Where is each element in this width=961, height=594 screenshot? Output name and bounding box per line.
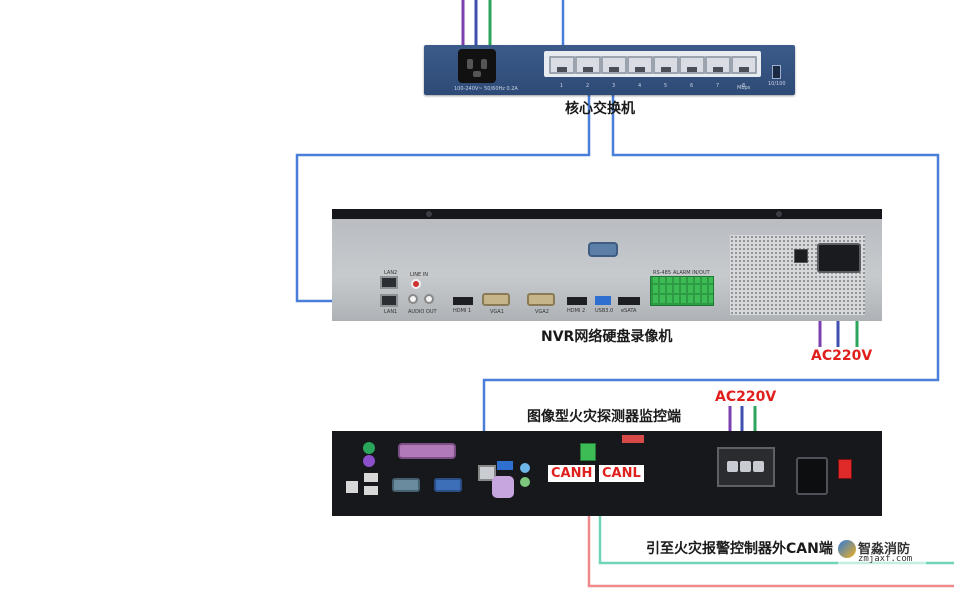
switch-port-3[interactable] xyxy=(601,56,627,74)
nvr-rs485-label: RS-485 xyxy=(653,270,671,276)
switch-to-nvr-cable xyxy=(295,60,591,303)
monitor-power-label: AC220V xyxy=(715,389,777,405)
nvr-terminal-block[interactable] xyxy=(650,276,714,306)
switch-port-number: 4 xyxy=(638,83,642,89)
switch-port-8[interactable] xyxy=(731,56,757,74)
monitor-power-socket[interactable] xyxy=(796,457,828,495)
nvr-serial-port[interactable] xyxy=(588,242,618,257)
monitor-lan-plug xyxy=(492,476,514,498)
switch-power-socket xyxy=(458,49,496,83)
monitor-ac-terminal-block[interactable] xyxy=(717,447,775,487)
monitor-label: 图像型火灾探测器监控端 xyxy=(527,409,681,425)
monitor-ps2-port[interactable] xyxy=(363,442,375,454)
nvr-screw xyxy=(776,211,782,217)
switch-port-number: 2 xyxy=(586,83,590,89)
switch-port-number: 5 xyxy=(664,83,668,89)
nvr-audio-out-jack[interactable] xyxy=(408,294,418,304)
monitor-lan-port[interactable] xyxy=(478,465,496,481)
nvr-power-socket[interactable] xyxy=(817,243,861,273)
switch-port-2[interactable] xyxy=(575,56,601,74)
nvr-line-in-label: LINE IN xyxy=(410,272,428,278)
brand-logo-icon xyxy=(838,540,856,558)
nvr-alarm-label: ALARM IN/OUT xyxy=(673,270,710,276)
switch-power-rating: 100-240V~ 50/60Hz 0.2A xyxy=(454,86,518,92)
nvr-screw xyxy=(426,211,432,217)
nvr-hdmi2-port[interactable] xyxy=(567,297,587,305)
monitor-dip-switch[interactable] xyxy=(622,435,644,443)
switch-label: 核心交换机 xyxy=(565,101,635,117)
core-switch: 100-240V~ 50/60Hz 0.2A 1 2 3 4 5 6 7 8 M… xyxy=(424,45,795,95)
nvr-hdmi1-label: HDMI 1 xyxy=(453,308,472,314)
monitor-can-terminal[interactable] xyxy=(580,443,596,461)
nvr-vga1-label: VGA1 xyxy=(490,309,504,315)
monitor-audio-jack[interactable] xyxy=(520,463,530,473)
monitor-com-port[interactable] xyxy=(392,478,420,492)
nvr-esata-label: eSATA xyxy=(621,308,637,314)
monitor-ps2-port[interactable] xyxy=(363,455,375,467)
switch-mode-toggle[interactable] xyxy=(772,65,781,79)
monitor-usb-port[interactable] xyxy=(364,473,378,482)
canh-tag: CANH xyxy=(548,465,596,482)
switch-port-number: 6 xyxy=(690,83,694,89)
switch-speed-text: Mbps xyxy=(737,85,751,91)
monitor-parallel-port[interactable] xyxy=(398,443,456,459)
nvr-usb-port[interactable] xyxy=(595,296,611,305)
switch-port-1[interactable] xyxy=(549,56,575,74)
monitor-power-switch[interactable] xyxy=(838,459,852,479)
monitor-audio-jack[interactable] xyxy=(520,477,530,487)
nvr-power-label: AC220V xyxy=(811,348,873,364)
nvr-esata-port[interactable] xyxy=(618,297,640,305)
nvr-hdmi2-label: HDMI 2 xyxy=(567,308,586,314)
nvr-rear-panel: LAN2 LAN1 LINE IN AUDIO OUT HDMI 1 VGA1 … xyxy=(332,209,882,321)
nvr-vga2-port[interactable] xyxy=(527,293,555,306)
nvr-vga2-label: VGA2 xyxy=(535,309,549,315)
nvr-lan2-port[interactable] xyxy=(380,276,398,289)
watermark: 智淼消防 zmjaxf.com xyxy=(838,538,926,566)
switch-to-monitor-cable xyxy=(482,60,940,466)
monitor-usb-port[interactable] xyxy=(497,461,513,470)
nvr-lan1-port[interactable] xyxy=(380,294,398,307)
nvr-hdmi1-port[interactable] xyxy=(453,297,473,305)
nvr-lan1-label: LAN1 xyxy=(384,309,398,315)
watermark-url: zmjaxf.com xyxy=(858,554,913,564)
nvr-power-switch[interactable] xyxy=(794,249,808,263)
canl-tag: CANL xyxy=(599,465,644,482)
switch-port-number: 8 xyxy=(742,83,746,89)
nvr-audio-out-label: AUDIO OUT xyxy=(408,309,437,315)
can-lead-label: 引至火灾报警控制器外CAN端 xyxy=(646,541,833,557)
nvr-usb-label: USB3.0 xyxy=(595,308,614,314)
watermark-brand: 智淼消防 xyxy=(858,542,911,557)
monitor-vga-port[interactable] xyxy=(434,478,462,492)
switch-port-5[interactable] xyxy=(653,56,679,74)
nvr-vga1-port[interactable] xyxy=(482,293,510,306)
nvr-audio-out-jack[interactable] xyxy=(424,294,434,304)
switch-side-text: 10/100 xyxy=(768,81,786,87)
switch-port-7[interactable] xyxy=(705,56,731,74)
switch-port-number: 1 xyxy=(560,83,564,89)
nvr-label: NVR网络硬盘录像机 xyxy=(541,329,673,345)
switch-port-6[interactable] xyxy=(679,56,705,74)
switch-port-number: 3 xyxy=(612,83,616,89)
nvr-line-in-jack[interactable] xyxy=(411,279,421,289)
monitor-usb-port[interactable] xyxy=(364,486,378,495)
monitor-dc-jack[interactable] xyxy=(346,481,358,493)
nvr-lan2-label: LAN2 xyxy=(384,270,398,276)
switch-port-4[interactable] xyxy=(627,56,653,74)
switch-port-number: 7 xyxy=(716,83,720,89)
